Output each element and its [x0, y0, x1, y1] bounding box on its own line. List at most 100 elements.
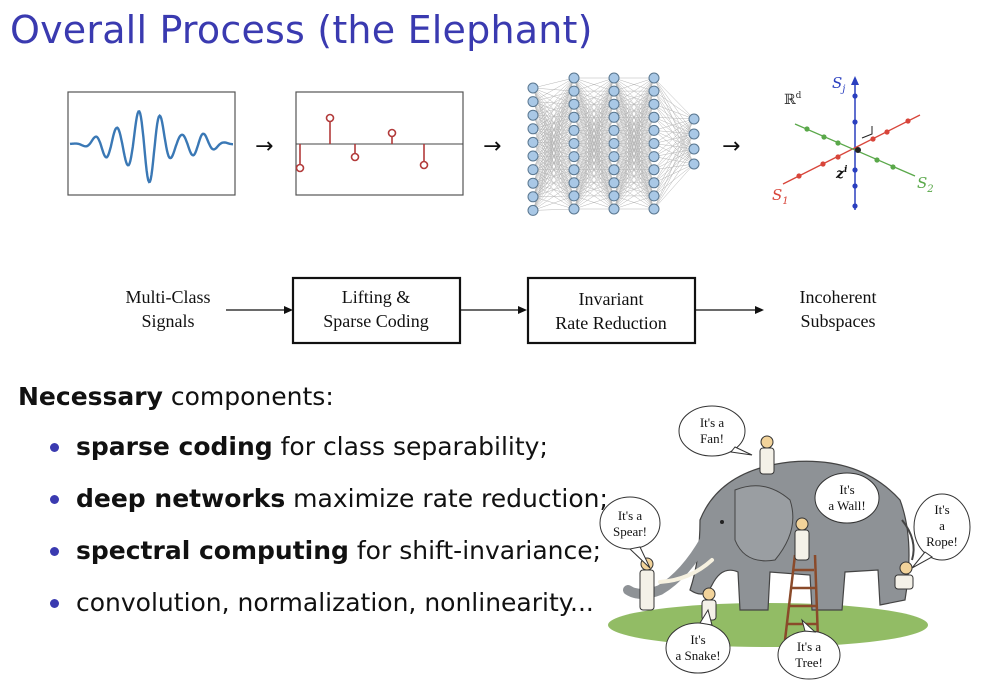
network-node	[568, 164, 580, 176]
bubble-snake-line2: a Snake!	[675, 648, 720, 663]
network-node	[648, 151, 660, 163]
network-node	[527, 177, 539, 189]
point-label: zi	[835, 165, 848, 182]
network-node	[568, 111, 580, 123]
elephant-trunk	[623, 535, 710, 599]
components-heading: Necessary components:	[18, 382, 334, 411]
network-node	[648, 138, 660, 149]
bubble-rope-line2: a	[939, 518, 945, 533]
network-node	[568, 190, 580, 202]
box-lifting	[291, 276, 462, 345]
axis-1	[782, 114, 921, 185]
list-item: spectral computing for shift-invariance;	[50, 532, 608, 584]
signal-waveform	[69, 110, 233, 184]
network-node	[648, 98, 660, 110]
bubble-rope-line3: Rope!	[926, 534, 958, 549]
network-node	[527, 136, 539, 148]
network-node	[568, 177, 580, 189]
box-rate-reduction	[526, 276, 697, 345]
network-node	[648, 164, 660, 176]
list-item: deep networks maximize rate reduction;	[50, 480, 608, 532]
bullet-dot	[50, 443, 59, 452]
network-node	[608, 164, 620, 176]
bubble-tree-line1: It's a	[797, 639, 822, 654]
network-node	[608, 203, 620, 215]
blind-men-elephant-cartoon: It's a Fan! It's a Spear! It's a Wall! I…	[599, 405, 971, 680]
arrow-2: →	[483, 134, 501, 159]
network-node	[527, 164, 539, 176]
network-node	[648, 124, 660, 136]
network-node	[608, 72, 620, 84]
bubble-rope-line1: It's	[934, 502, 949, 517]
network-node	[688, 113, 700, 125]
stem-4	[387, 128, 397, 144]
flow-input-line2: Signals	[141, 311, 194, 331]
bullet-dot	[50, 547, 59, 556]
stem-3	[350, 144, 360, 162]
block-flow-diagram: Multi-Class Signals Lifting & Sparse Cod…	[125, 276, 877, 345]
box1-line1: Lifting &	[342, 287, 411, 307]
axis-1-label: S1	[772, 186, 789, 207]
bubble-spear-line1: It's a	[618, 508, 643, 523]
axis-j-label: Sj	[832, 74, 845, 95]
network-node	[688, 128, 700, 140]
arrow-1: →	[255, 134, 273, 159]
network-node	[568, 124, 580, 136]
network-node	[648, 203, 660, 215]
flow-input-line1: Multi-Class	[125, 287, 210, 307]
network-node	[648, 72, 660, 84]
network-node	[568, 72, 580, 84]
network-node	[568, 203, 580, 215]
network-node	[527, 109, 539, 121]
network-node	[527, 191, 539, 203]
box2-line1: Invariant	[579, 289, 644, 309]
network-node	[608, 151, 620, 163]
network-node	[608, 177, 620, 189]
network-node	[527, 123, 539, 135]
network-node	[527, 150, 539, 162]
sparse-code-panel	[295, 91, 464, 196]
box1-line2: Sparse Coding	[323, 311, 429, 331]
network-node	[648, 111, 660, 123]
bubble-wall-line1: It's	[839, 482, 854, 497]
components-list: sparse coding for class separability; de…	[50, 428, 608, 636]
network-node	[568, 138, 580, 149]
bubble-snake-line1: It's	[690, 632, 705, 647]
bubble-fan-line2: Fan!	[700, 431, 724, 446]
network-node	[568, 151, 580, 163]
network-node	[608, 138, 620, 149]
flow-output-line1: Incoherent	[800, 287, 877, 307]
bullet-dot	[50, 599, 59, 608]
network-node	[527, 82, 539, 94]
stem-1	[295, 144, 305, 173]
arrow-3: →	[722, 134, 740, 159]
network-node	[568, 85, 580, 97]
bullet-dot	[50, 495, 59, 504]
list-item: convolution, normalization, nonlinearity…	[50, 584, 608, 636]
network-node	[608, 190, 620, 202]
box2-line2: Rate Reduction	[555, 313, 666, 333]
bubble-fan-line1: It's a	[700, 415, 725, 430]
network-node	[688, 158, 700, 170]
network-node	[608, 124, 620, 136]
deep-network-diagram	[527, 72, 700, 216]
network-node	[648, 85, 660, 97]
list-item: sparse coding for class separability;	[50, 428, 608, 480]
stem-2	[325, 113, 335, 144]
network-node	[527, 204, 539, 216]
page-title: Overall Process (the Elephant)	[10, 8, 593, 52]
network-node	[648, 177, 660, 189]
axis-2-label: S2	[917, 174, 934, 195]
space-label: ℝd	[784, 91, 802, 108]
network-node	[608, 111, 620, 123]
bubble-tree-line2: Tree!	[795, 655, 823, 670]
bubble-wall-line2: a Wall!	[828, 498, 865, 513]
network-node	[568, 98, 580, 110]
network-node	[648, 190, 660, 202]
network-node	[608, 98, 620, 110]
bubble-spear-line2: Spear!	[613, 524, 647, 539]
network-node	[688, 143, 700, 155]
flow-output-line2: Subspaces	[801, 311, 876, 331]
signal-panel	[67, 91, 236, 196]
